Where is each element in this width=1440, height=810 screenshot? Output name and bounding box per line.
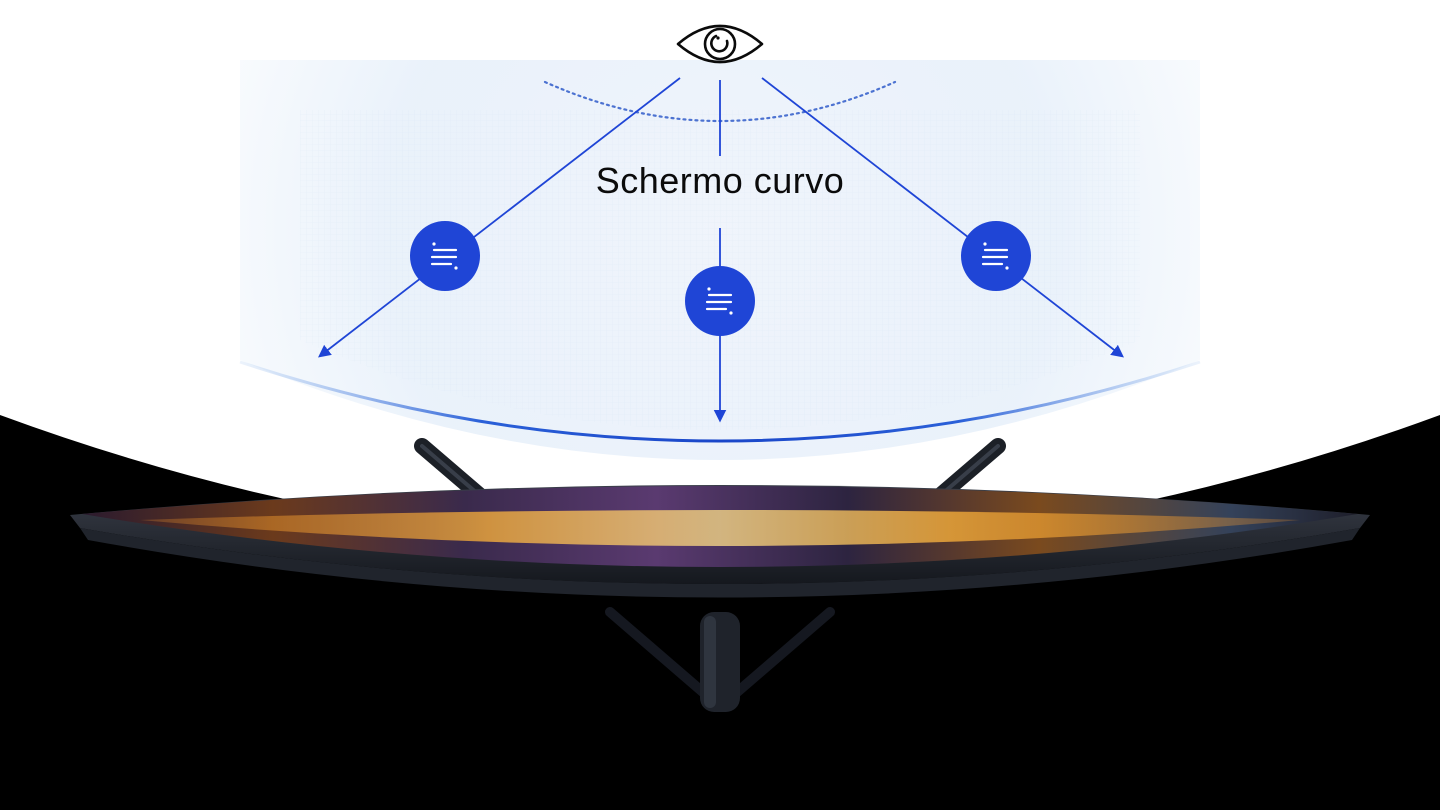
eye-icon [676,24,764,64]
lines-icon [685,266,755,336]
sight-line-left [318,77,681,358]
sight-line-right [761,77,1124,358]
monitor-stand-base [605,607,835,712]
lines-icon [961,221,1031,291]
screen-curve-arc [239,360,1201,443]
lines-icon [410,221,480,291]
curved-monitor [70,485,1370,598]
headline: Schermo curvo [595,160,845,201]
